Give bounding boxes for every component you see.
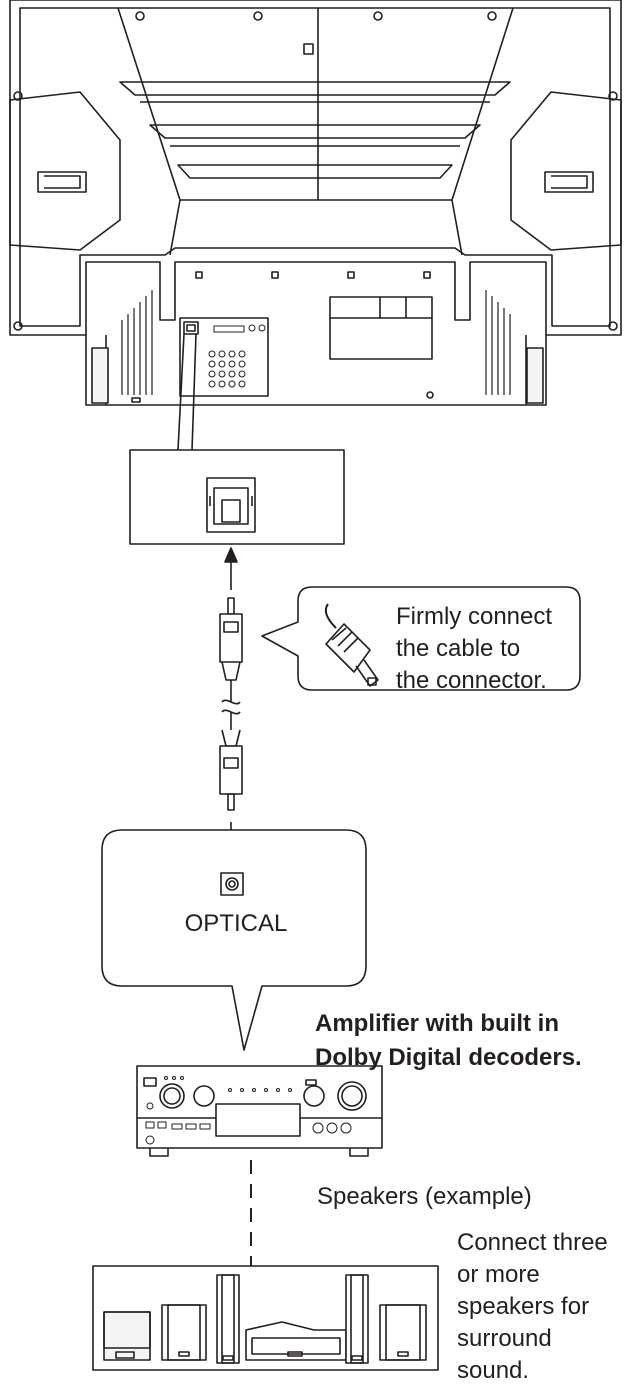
optical-bubble	[101, 829, 367, 1051]
speakers-note: Connect three or more speakers for surro…	[457, 1228, 608, 1388]
tv-rear-panel	[9, 0, 622, 406]
amplifier-title-line-2: Dolby Digital decoders.	[315, 1044, 582, 1071]
callout-bubble	[261, 586, 581, 691]
speakers-label: Speakers (example)	[317, 1183, 532, 1210]
callout-text: Firmly connect the cable to the connecto…	[396, 602, 552, 698]
amplifier	[136, 1065, 383, 1157]
optical-label: OPTICAL	[184, 910, 288, 937]
speakers-note-line-5: sound.	[457, 1357, 530, 1384]
speakers-note-line-4: surround	[457, 1325, 552, 1352]
connector-zoom-box	[129, 333, 345, 545]
amplifier-title: Amplifier with built in Dolby Digital de…	[315, 1009, 582, 1077]
speakers-note-line-3: speakers for	[457, 1293, 590, 1320]
amplifier-title-line-1: Amplifier with built in	[315, 1010, 559, 1037]
speakers-note-line-2: or more	[457, 1261, 540, 1288]
callout-line-2: the cable to	[396, 635, 521, 662]
callout-line-3: the connector.	[396, 667, 547, 694]
speakers-note-line-1: Connect three	[457, 1229, 608, 1256]
optical-cable	[219, 547, 243, 865]
speakers-box	[92, 1265, 439, 1371]
callout-line-1: Firmly connect	[396, 603, 553, 630]
